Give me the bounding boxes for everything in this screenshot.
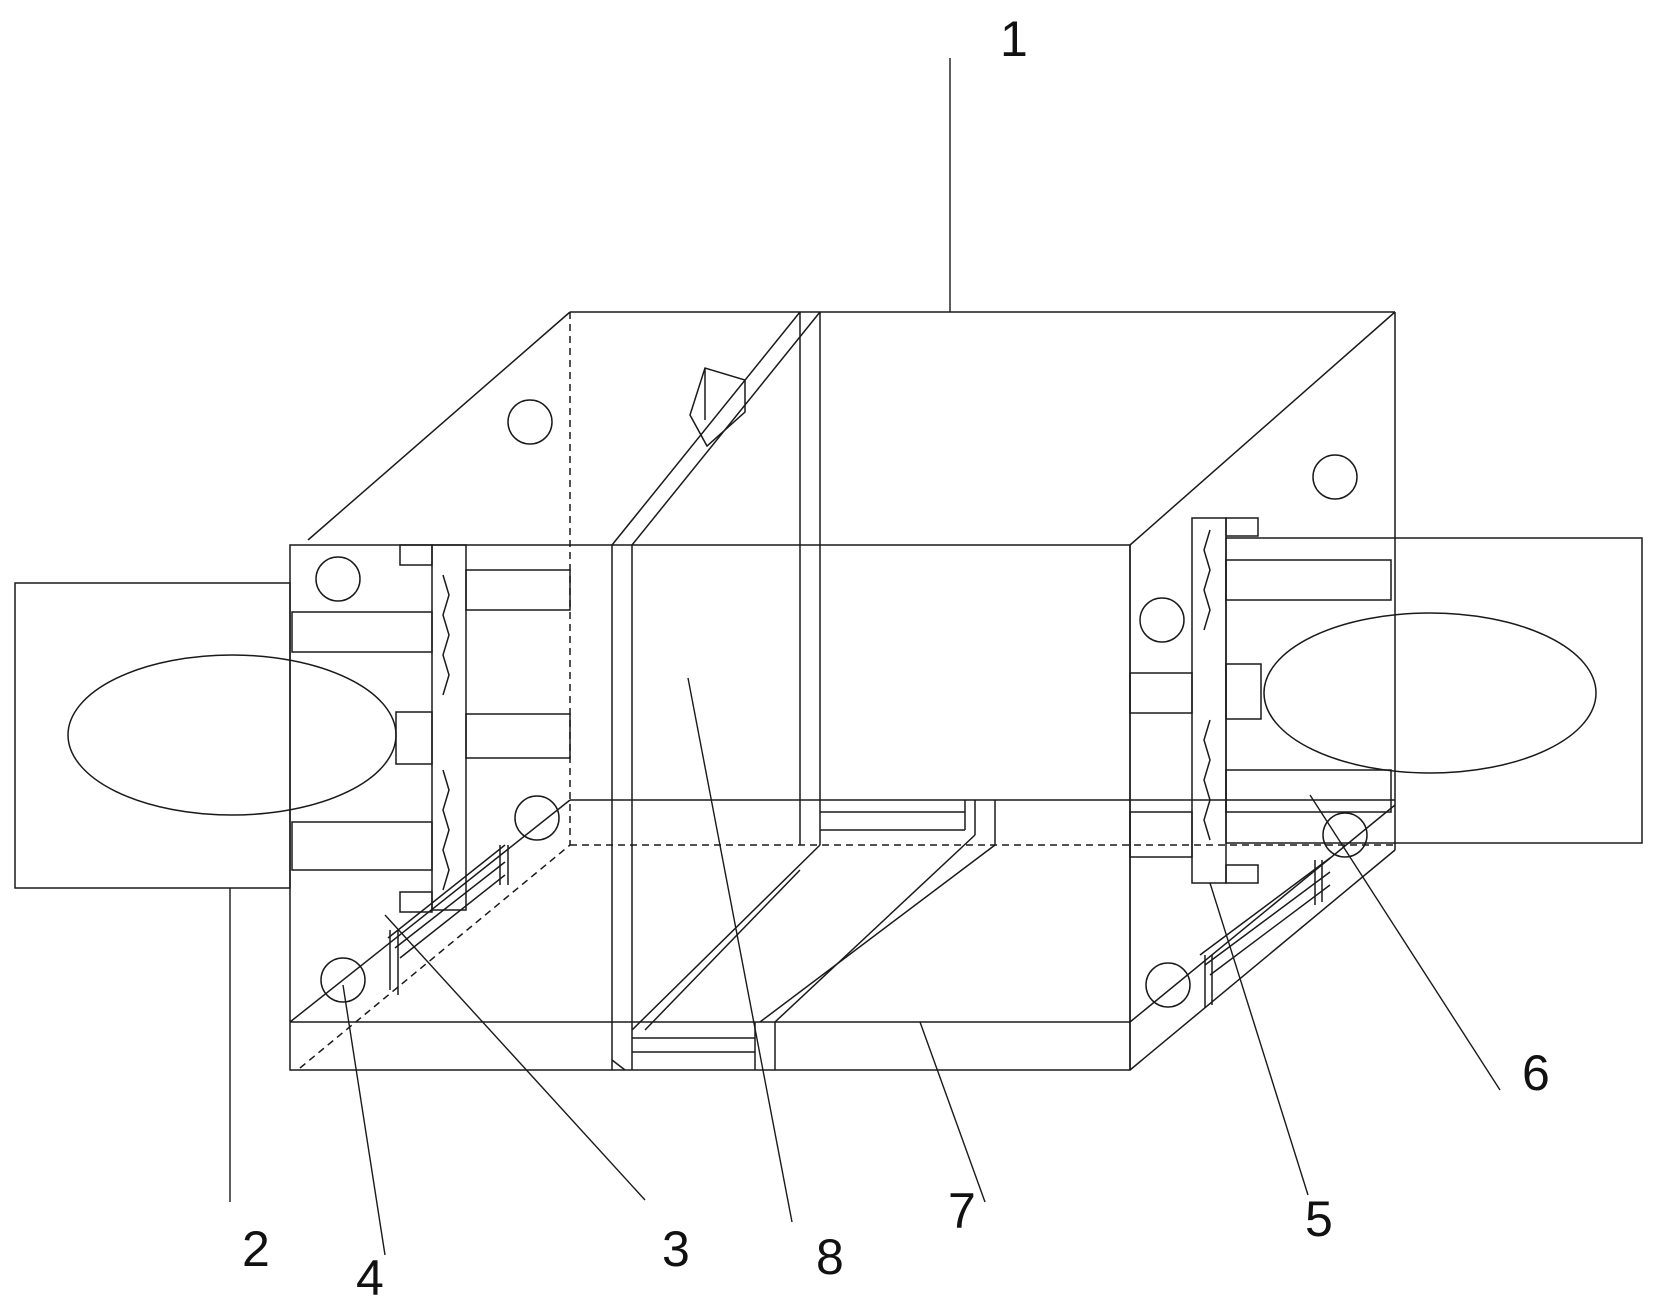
bolt-hole — [315, 556, 361, 602]
bolt-hole — [1139, 597, 1185, 643]
inner-edges — [570, 312, 1395, 845]
leader-line-6 — [1309, 794, 1501, 1091]
callout-4: 4 — [356, 1250, 384, 1304]
bolt-hole — [320, 957, 366, 1003]
leader-lines — [229, 58, 1501, 1256]
divider-plate — [611, 311, 821, 1071]
leader-line-7 — [919, 1021, 986, 1203]
right-side-rail — [1199, 857, 1331, 1008]
left-clamp-plate — [431, 544, 467, 911]
callout-5: 5 — [1305, 1191, 1333, 1247]
callout-6: 6 — [1522, 1045, 1550, 1101]
top-clip — [689, 367, 746, 448]
callout-3: 3 — [662, 1221, 690, 1277]
left-handle — [14, 582, 397, 889]
right-clamp-assembly — [1129, 517, 1392, 884]
bolt-hole — [1322, 812, 1368, 858]
box-body — [289, 311, 1396, 1071]
leader-line-5 — [1209, 882, 1309, 1196]
bolt-holes — [315, 399, 1368, 1008]
leader-line-4 — [342, 984, 386, 1256]
callout-2: 2 — [242, 1221, 270, 1277]
bolt-hole — [1312, 454, 1358, 500]
right-grip-opening — [1263, 612, 1597, 774]
bottom-rail — [632, 800, 996, 1070]
left-clamp-assembly — [291, 544, 571, 913]
bolt-hole — [1145, 962, 1191, 1008]
callout-1: 1 — [1000, 11, 1028, 67]
callout-8: 8 — [816, 1229, 844, 1285]
leader-line-8 — [687, 677, 793, 1223]
right-handle — [1225, 537, 1643, 844]
left-side-rail — [387, 844, 509, 995]
bolt-hole — [507, 399, 553, 445]
leader-line-3 — [384, 914, 646, 1201]
left-grip-opening — [67, 654, 397, 816]
callout-7: 7 — [948, 1183, 976, 1239]
bolt-hole — [514, 795, 560, 841]
